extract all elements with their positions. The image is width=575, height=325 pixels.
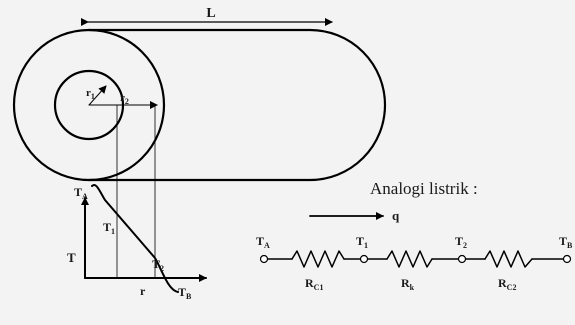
- cylinder-body-outline: [87, 28, 387, 182]
- tb-label: TB: [178, 285, 192, 301]
- resistor-rc2: [484, 250, 533, 268]
- temperature-profile-plot: T r TA T1 T2 TB: [67, 184, 207, 301]
- resistor-rc1: [291, 250, 345, 268]
- node-tb: [562, 254, 572, 264]
- length-label: L: [206, 6, 215, 21]
- t1-label: T1: [103, 220, 115, 236]
- electric-analogy: Analogi listrik : q TA T1 T2 TB RC1 Rk R…: [256, 179, 573, 292]
- node-t1-label: T1: [356, 234, 368, 250]
- ta-label: TA: [74, 185, 88, 201]
- rc1-label: RC1: [305, 276, 323, 292]
- heat-flow-label: q: [392, 208, 400, 223]
- t2-label: T2: [152, 257, 164, 273]
- y-axis-label: T: [67, 250, 76, 265]
- outer-circle: [12, 28, 166, 182]
- analogy-title: Analogi listrik :: [370, 179, 478, 198]
- r1-radius-arrow: [88, 85, 107, 106]
- node-ta-label: TA: [256, 234, 270, 250]
- rc2-label: RC2: [498, 276, 516, 292]
- node-ta: [259, 254, 269, 264]
- node-t2: [457, 254, 467, 264]
- resistor-rk: [386, 250, 433, 268]
- r1-label: r1: [86, 87, 95, 101]
- node-tb-label: TB: [559, 234, 573, 250]
- rk-label: Rk: [401, 276, 415, 292]
- cylinder-drawing: L r1 r2: [12, 6, 387, 279]
- node-t2-label: T2: [455, 234, 467, 250]
- node-t1: [359, 254, 369, 264]
- temperature-curve: [91, 184, 179, 293]
- r2-label: r2: [120, 92, 129, 106]
- x-axis-label: r: [140, 284, 146, 298]
